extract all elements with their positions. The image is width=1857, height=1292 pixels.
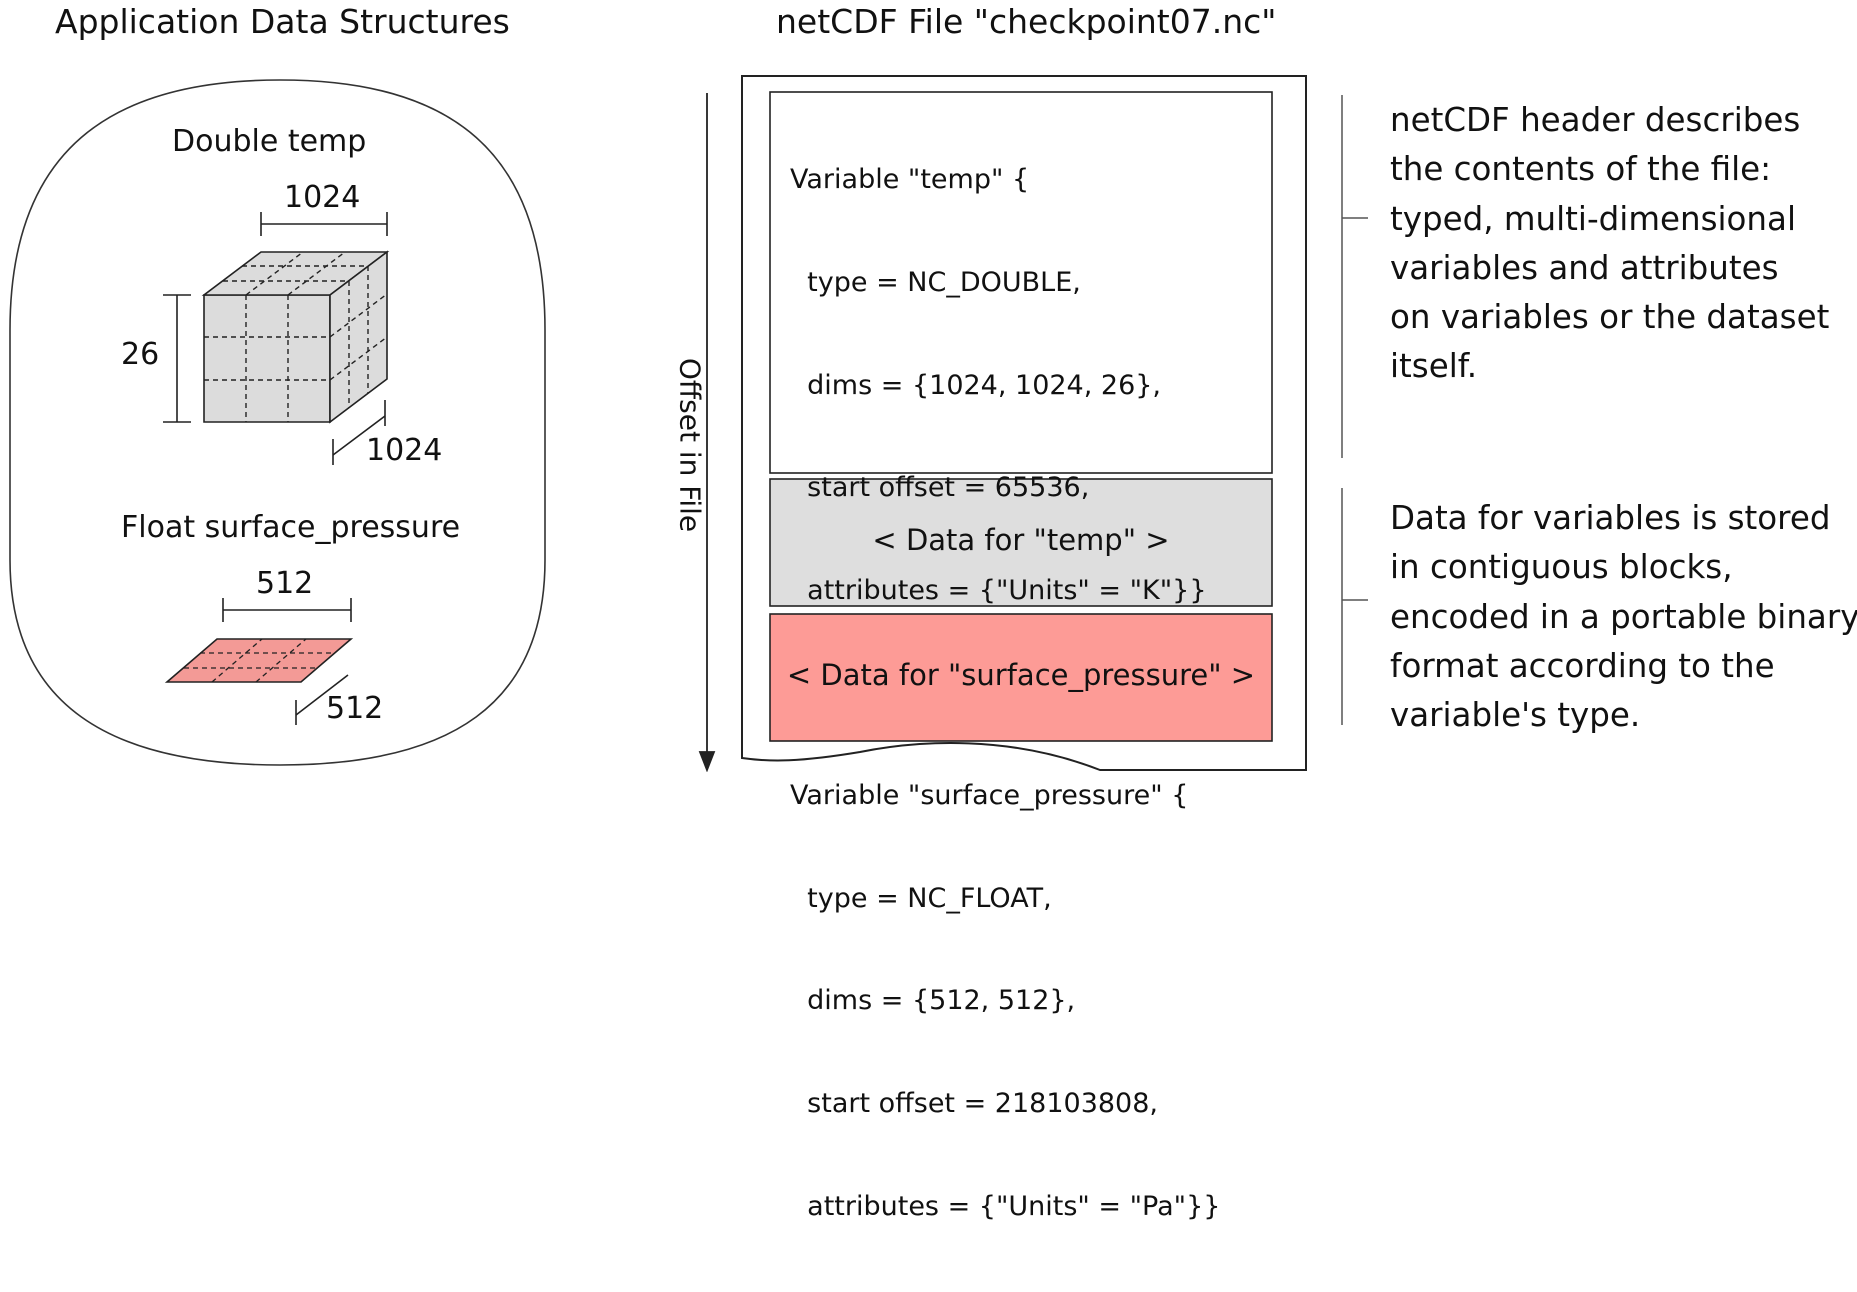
offset-label: Offset in File [673,357,707,533]
diagram-graphics [9,75,1368,772]
note-line: encoded in a portable binary [1390,597,1857,636]
temp-depth-label: 1024 [366,433,443,468]
pressure-width-label: 512 [256,566,314,601]
note-brackets [1341,95,1368,725]
note-line: Data for variables is stored [1390,499,1831,537]
data-note: Data for variables is stored in contiguo… [1390,494,1857,740]
header-line: dims = {512, 512}, [790,985,1076,1017]
note-line: itself. [1390,347,1478,386]
pressure-data-label: < Data for "surface_pressure" > [786,658,1256,692]
pressure-label: Float surface_pressure [121,510,461,545]
note-line: in contiguous blocks, [1390,548,1733,587]
note-line: variable's type. [1390,696,1641,735]
note-line: format according to the [1390,646,1775,685]
header-line: attributes = {"Units" = "K"}} [790,574,1207,606]
header-line: type = NC_FLOAT, [790,882,1052,914]
temp-data-label: < Data for "temp" > [872,523,1170,557]
diagram-canvas: Application Data Structures netCDF File … [9,2,1857,1222]
header-text: Variable "temp" { type = NC_DOUBLE, dims… [790,95,1220,1292]
temp-cube-front-face [203,294,331,423]
header-line: Variable "temp" { [790,164,1030,196]
header-line: type = NC_DOUBLE, [790,267,1081,299]
pressure-dimension-lines [222,598,352,725]
note-line: on variables or the dataset [1390,298,1830,337]
temp-label: Double temp [172,124,367,159]
app-structures-title: Application Data Structures [55,2,510,41]
header-line: Variable "surface_pressure" { [790,780,1189,812]
pressure-data-block [769,613,1273,742]
temp-height-label: 26 [121,337,160,372]
note-line: netCDF header describes [1390,101,1801,139]
header-note: netCDF header describes the contents of … [1390,96,1829,392]
note-line: variables and attributes [1390,248,1779,287]
file-title: netCDF File "checkpoint07.nc" [776,2,1277,41]
header-line: dims = {1024, 1024, 26}, [790,369,1162,401]
pressure-depth-label: 512 [326,691,384,726]
header-box [769,91,1273,474]
note-line: typed, multi-dimensional [1390,199,1796,238]
note-line: the contents of the file: [1390,150,1772,189]
temp-data-block [769,478,1273,607]
temp-cube-grid [204,251,388,422]
header-line: attributes = {"Units" = "Pa"}} [790,1190,1221,1222]
offset-arrow [698,93,716,772]
header-line: start offset = 218103808, [790,1087,1158,1119]
pressure-plate-grid [184,638,334,683]
temp-dimension-lines [163,212,388,465]
temp-width-label: 1024 [284,180,361,215]
header-line: start offset = 65536, [790,472,1090,504]
